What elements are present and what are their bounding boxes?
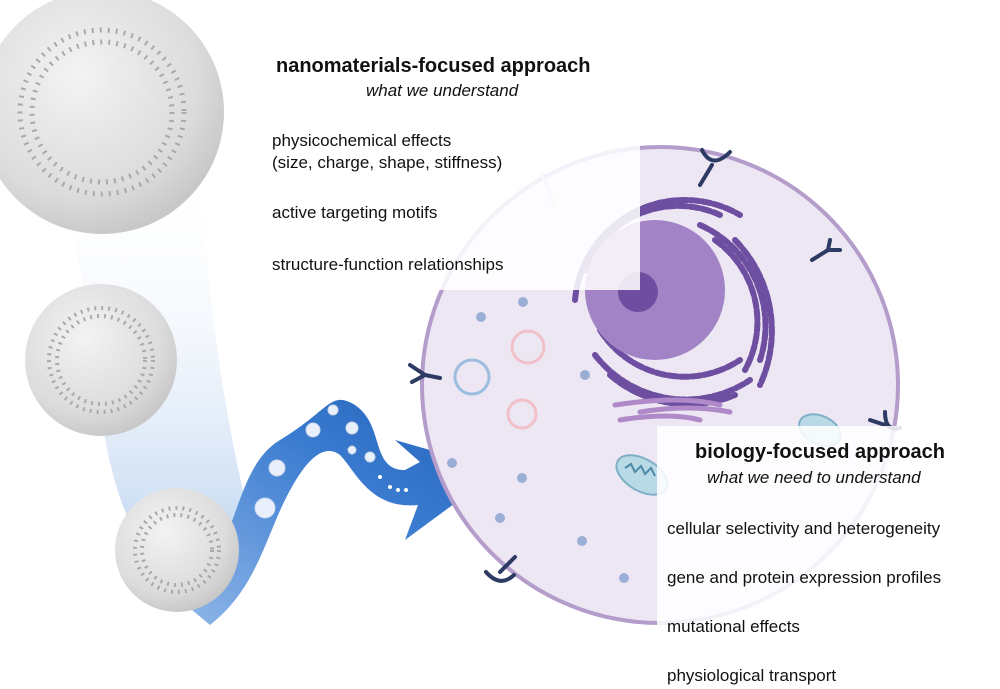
nano-panel-title: nanomaterials-focused approach	[276, 55, 591, 77]
nanomaterials-approach-panel: nanomaterials-focused approach what we u…	[258, 38, 640, 290]
nanoparticle-icon	[115, 488, 239, 612]
nano-panel-subtitle: what we understand	[366, 81, 519, 100]
bio-panel-title: biology-focused approach	[695, 441, 946, 463]
vesicle-icon	[453, 329, 546, 430]
bio-item: cellular selectivity and heterogeneity	[667, 519, 941, 538]
nano-item: active targeting motifs	[272, 203, 438, 222]
biology-approach-panel: biology-focused approach what we need to…	[657, 426, 1000, 689]
bio-item: gene and protein expression profiles	[667, 568, 942, 587]
nano-item: structure-function relationships	[272, 255, 504, 274]
nano-item: (size, charge, shape, stiffness)	[272, 153, 503, 172]
bio-item: physiological transport	[667, 666, 837, 685]
bio-panel-subtitle: what we need to understand	[707, 468, 921, 487]
bio-item: mutational effects	[667, 617, 800, 636]
nanoparticle-icon	[0, 0, 224, 234]
nanoparticle-icon	[25, 284, 177, 436]
arrow-icon	[180, 399, 500, 625]
nano-item: physicochemical effects	[272, 131, 452, 150]
